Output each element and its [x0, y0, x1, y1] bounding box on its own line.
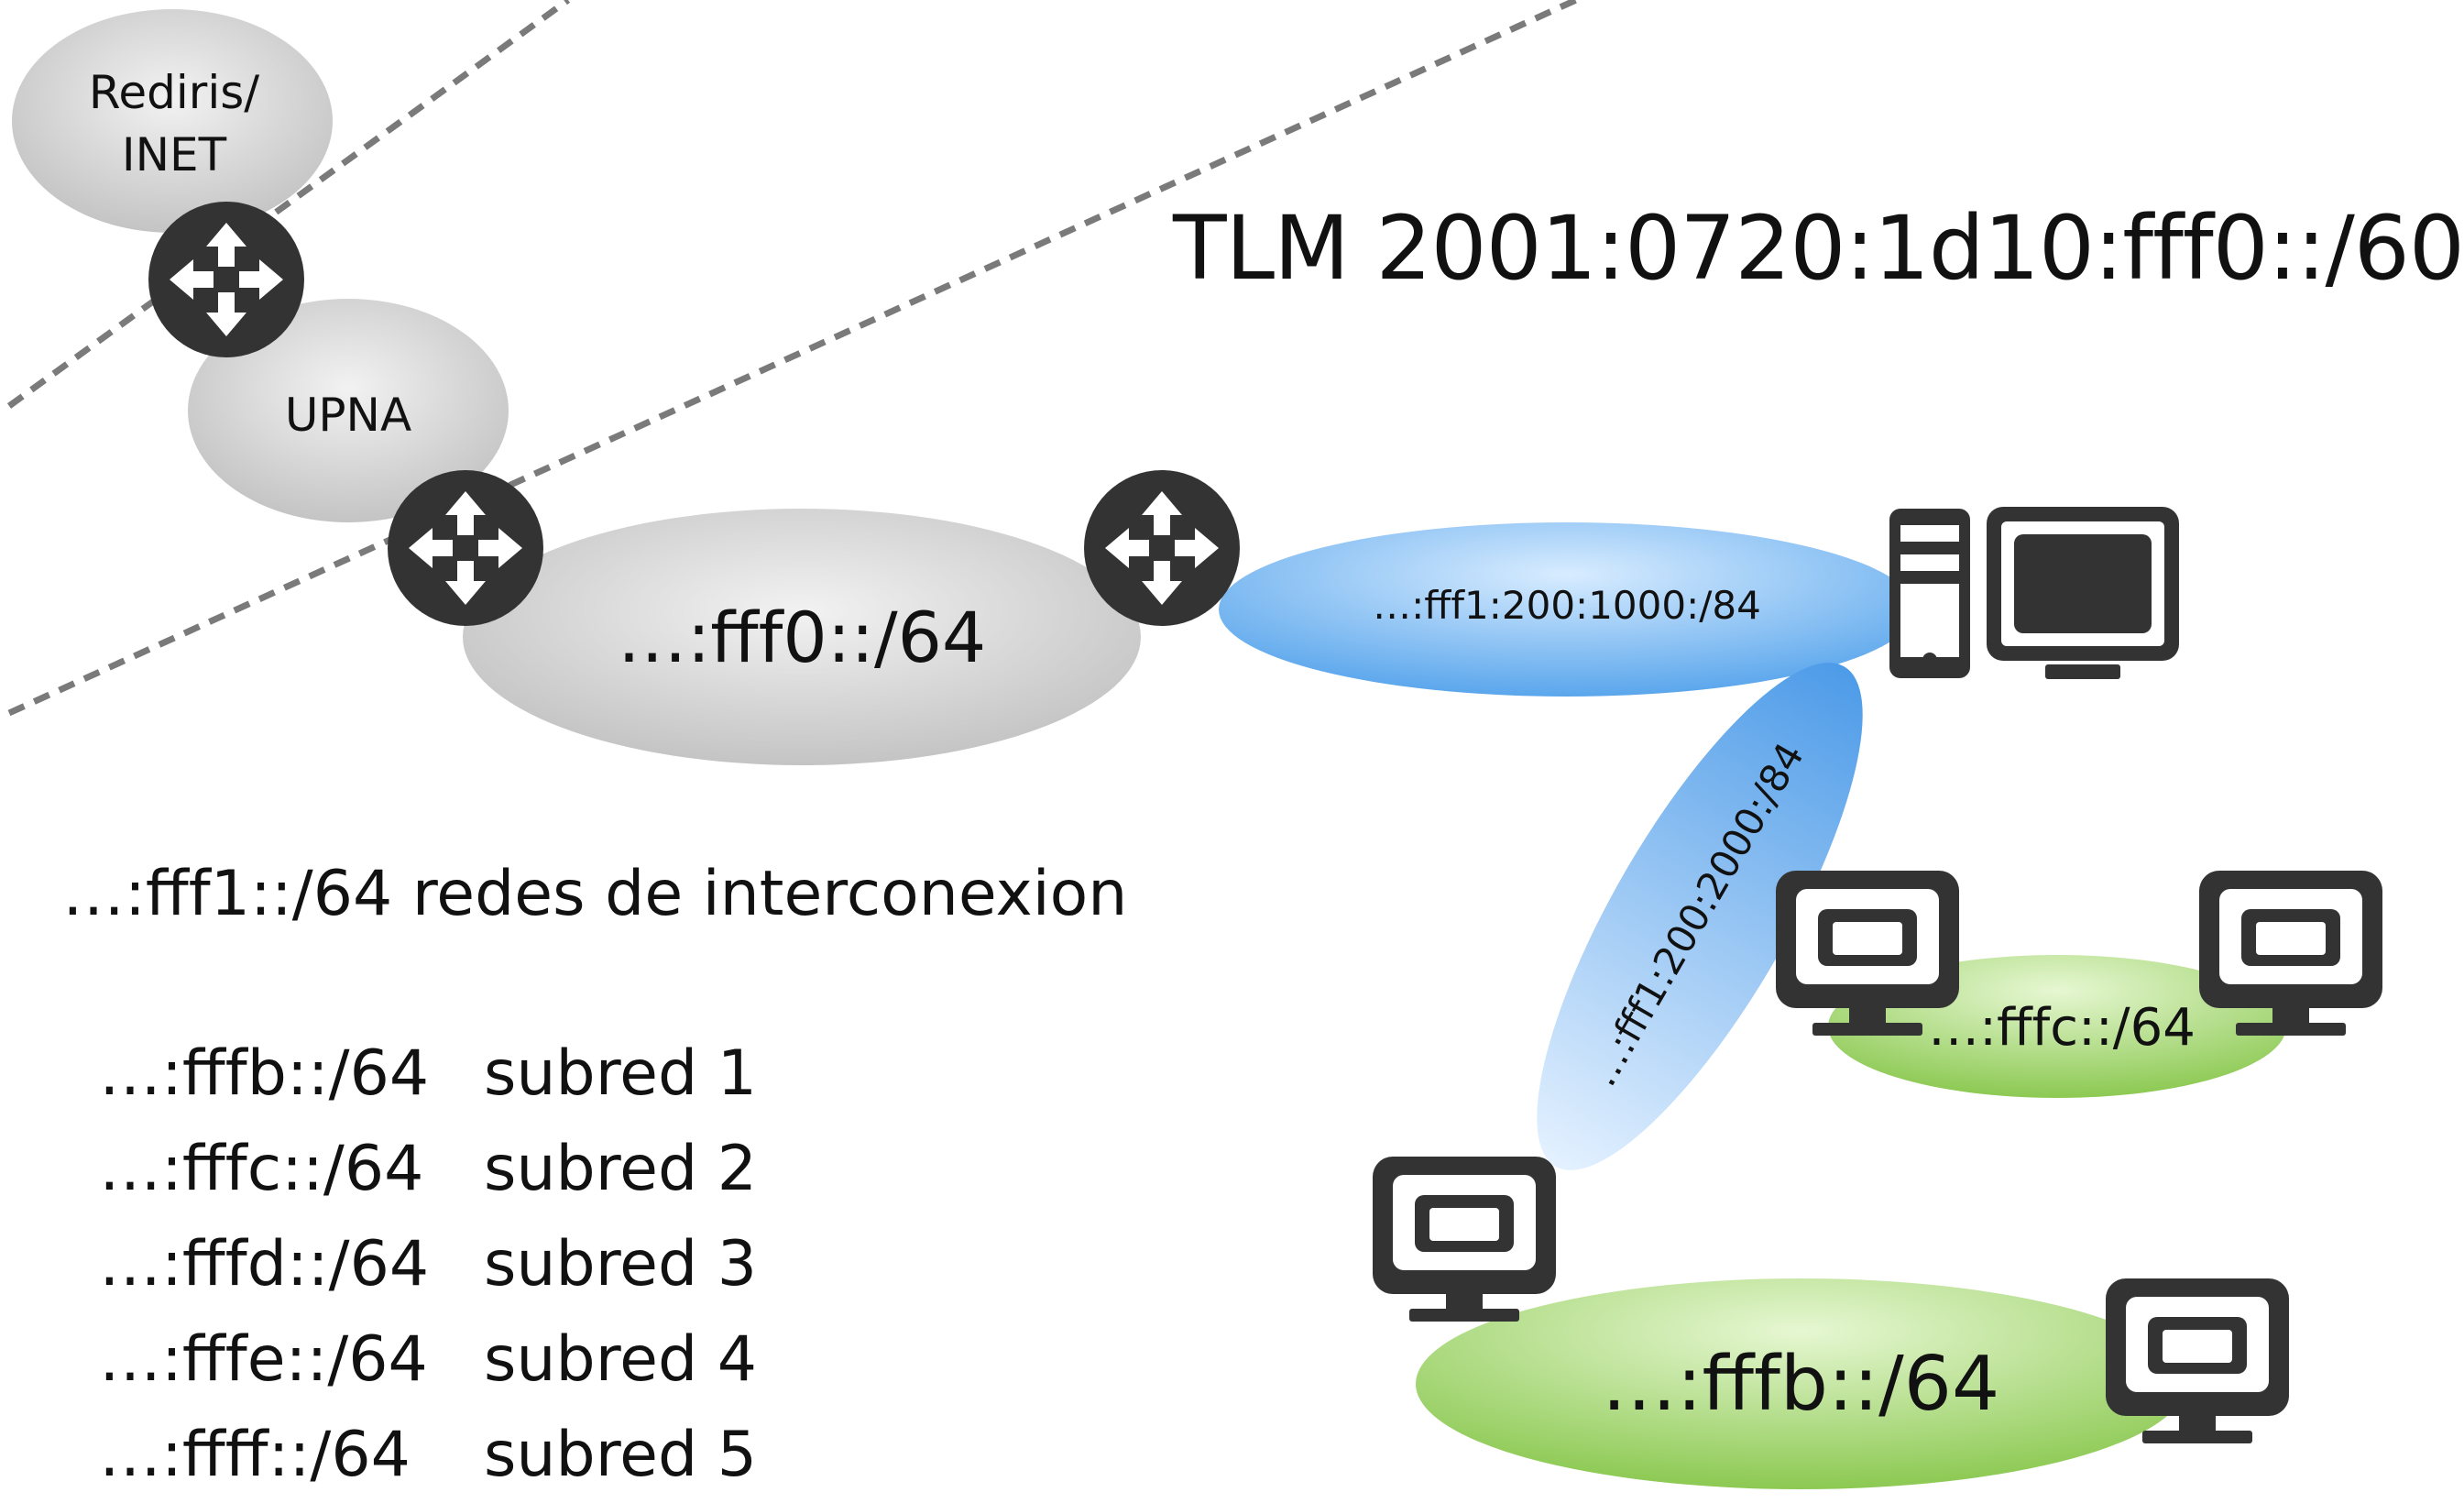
link-cloud-1 [1219, 522, 1915, 697]
cloud-upna-label: UPNA [285, 389, 411, 442]
subnet-row: …:fffc::/64 subred 2 [99, 1122, 757, 1217]
subnet-row: …:ffff::/64 subred 5 [99, 1408, 757, 1503]
cloud-rediris-label-line2: INET [122, 128, 227, 181]
cloud-upna [188, 299, 509, 522]
subnet-name: subred 2 [484, 1133, 758, 1205]
cloud-main-network [463, 509, 1141, 765]
subnet-row: …:fffe::/64 subred 4 [99, 1312, 757, 1408]
server-tower-icon [1889, 509, 1970, 678]
subnet-prefix: …:fffb::/64 [99, 1037, 430, 1110]
router-icon [148, 202, 304, 357]
dashed-boundary-line [6, 0, 571, 409]
link-1-label: …:fff1:200:1000:/84 [1373, 583, 1761, 628]
subnet-prefix: …:fffd::/64 [99, 1228, 430, 1300]
router-icon [1084, 470, 1240, 626]
cloud-main-label: …:fff0::/64 [618, 597, 987, 678]
subnet-name: subred 3 [484, 1228, 758, 1300]
host-monitor-icon [1987, 507, 2179, 679]
cloud-rediris [12, 9, 333, 233]
lan-fffc-label: …:fffc::/64 [1928, 998, 2196, 1058]
subnet-name: subred 4 [484, 1323, 758, 1396]
cloud-rediris-label-line1: Rediris/ [89, 66, 259, 119]
interconnect-legend: …:fff1::/64 redes de interconexion [62, 858, 1128, 930]
subnet-name: subred 5 [484, 1419, 758, 1491]
subnet-prefix: …:fffc::/64 [99, 1133, 424, 1205]
subnet-row: …:fffb::/64 subred 1 [99, 1026, 757, 1122]
subnet-row: …:fffd::/64 subred 3 [99, 1217, 757, 1312]
dashed-boundary-line [7, 0, 1578, 717]
link-cloud-2 [1537, 663, 1863, 1170]
router-icon [388, 470, 543, 626]
pc-monitor-icon [1373, 1157, 1556, 1322]
lan-fffb-label: …:fffb::/64 [1602, 1341, 1999, 1428]
subnet-prefix: …:ffff::/64 [99, 1419, 411, 1491]
lan-cloud-fffb [1416, 1278, 2185, 1489]
diagram-title: TLM 2001:0720:1d10:fff0::/60 [1173, 197, 2464, 300]
subnet-prefix: …:fffe::/64 [99, 1323, 428, 1396]
subnet-name: subred 1 [484, 1037, 758, 1110]
